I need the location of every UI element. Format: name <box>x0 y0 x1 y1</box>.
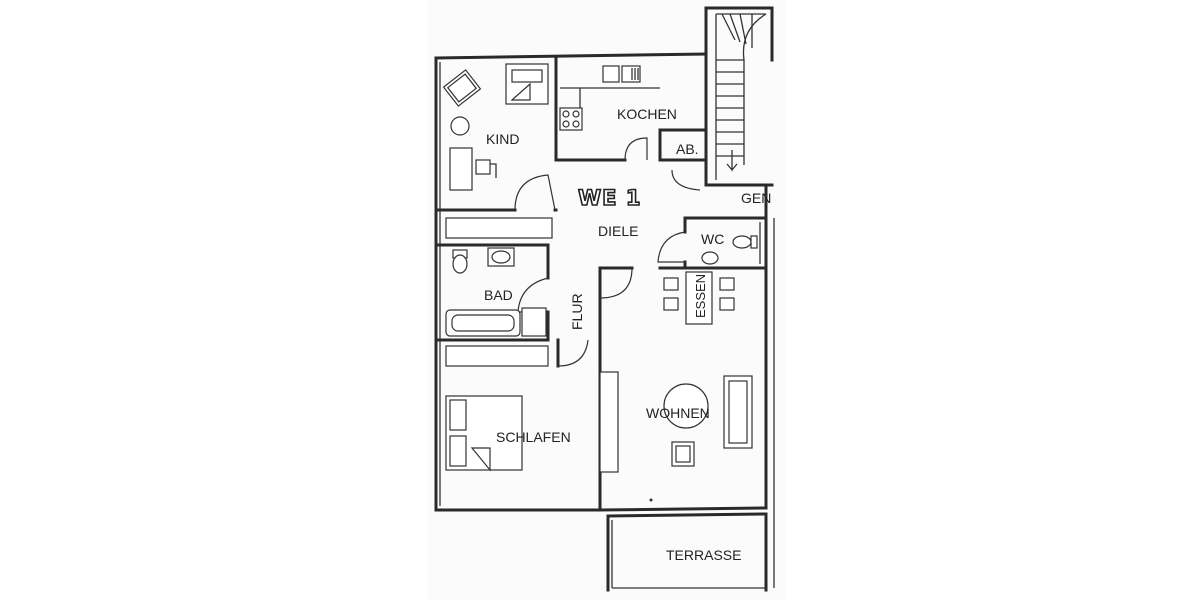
wc-toilet-icon <box>732 235 752 249</box>
side-cabinet-icon <box>599 371 619 473</box>
shower-icon <box>521 307 547 337</box>
room-label-diele: DIELE <box>598 223 638 239</box>
dining-set <box>663 271 735 325</box>
kind-furniture <box>442 63 553 239</box>
chair-icon <box>475 159 491 175</box>
room-label-wohnen: WOHNEN <box>646 405 710 421</box>
armchair-icon <box>442 69 482 107</box>
room-label-kind: KIND <box>486 131 519 147</box>
door-bad <box>517 277 549 313</box>
terrasse-area <box>606 218 775 592</box>
staircase <box>704 6 774 187</box>
room-label-wc: WC <box>701 231 724 247</box>
toilet-icon <box>452 254 468 274</box>
desk-icon <box>449 147 473 191</box>
unit-label: WE 1 <box>578 186 641 210</box>
door-kochen <box>624 137 648 161</box>
chair-icon <box>663 297 679 311</box>
room-label-schlafen: SCHLAFEN <box>496 429 571 445</box>
door-wohnen <box>599 267 633 299</box>
door-schlafen <box>557 339 589 367</box>
schlafen-furniture <box>445 345 619 473</box>
room-label-ab: AB. <box>676 141 699 157</box>
wardrobe-icon <box>445 217 553 239</box>
chair-icon <box>719 297 735 311</box>
sink-icon <box>602 65 620 83</box>
wardrobe-icon <box>445 345 549 367</box>
room-label-essen: ESSEN <box>693 274 708 318</box>
room-label-gen: GEN <box>741 190 771 206</box>
coffee-table-icon <box>663 383 709 429</box>
stove-icon <box>559 107 583 131</box>
wohnen-furniture <box>649 375 753 502</box>
wc-fixtures <box>701 235 758 265</box>
dining-table-icon <box>685 271 713 325</box>
doors <box>514 137 701 367</box>
room-label-kochen: KOCHEN <box>617 106 677 122</box>
wc-basin-icon <box>701 251 719 265</box>
door-entrance <box>671 169 701 191</box>
room-label-terrasse: TERRASSE <box>666 547 741 563</box>
round-table-icon <box>450 116 470 136</box>
room-label-bad: BAD <box>484 287 513 303</box>
chair-icon <box>663 277 679 291</box>
interior-walls <box>434 56 768 512</box>
chair-icon <box>719 277 735 291</box>
kochen-furniture <box>559 65 660 131</box>
door-kind <box>514 174 556 211</box>
door-wc <box>657 231 686 263</box>
bad-fixtures <box>445 247 547 337</box>
outer-walls <box>434 52 774 512</box>
room-label-flur: FLUR <box>569 293 585 330</box>
